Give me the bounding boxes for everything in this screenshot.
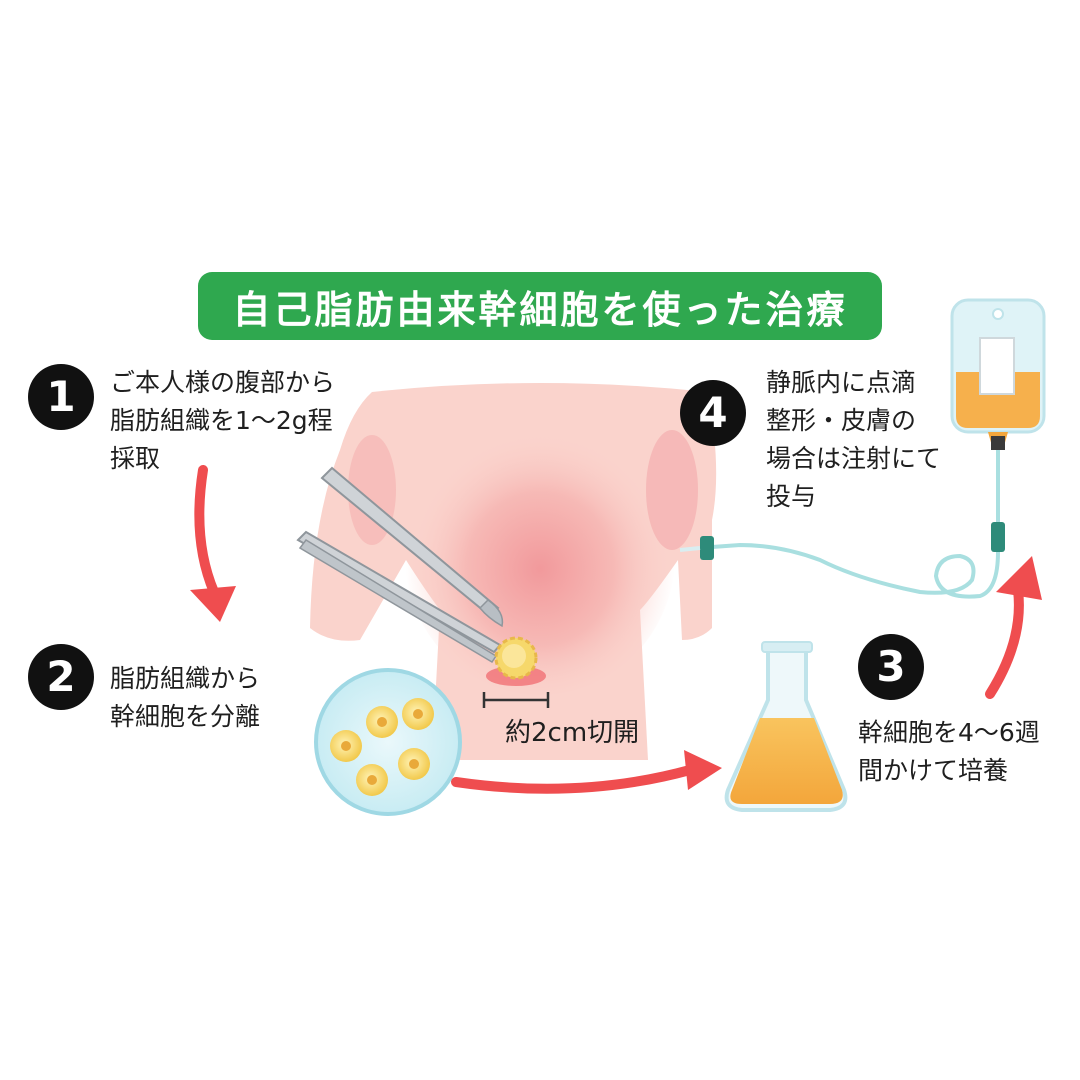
step-1-description: ご本人様の腹部から 脂肪組織を1〜2g程 採取 <box>110 364 335 478</box>
arrow-1-to-2-head <box>190 586 236 622</box>
surgical-tools-icon <box>296 466 504 664</box>
arrow-3-to-4-head <box>996 556 1042 600</box>
step-1-line: ご本人様の腹部から <box>110 368 336 397</box>
step-2-line: 脂肪組織から <box>110 664 261 693</box>
step-4-number-badge: 4 <box>680 380 746 446</box>
step-3-number-badge: 3 <box>858 634 924 700</box>
step-2-description: 脂肪組織から 幹細胞を分離 <box>110 660 260 736</box>
arrow-2-to-3 <box>451 765 695 794</box>
arrow-3-to-4 <box>985 585 1024 699</box>
arrow-2-to-3-head <box>684 750 722 790</box>
torso-figure <box>310 383 717 760</box>
step-4-line: 整形・皮膚の <box>766 406 917 435</box>
step-3-line: 幹細胞を4〜6週 <box>858 718 1040 747</box>
step-3-line: 間かけて培養 <box>858 756 1009 785</box>
step-2-number-badge: 2 <box>28 644 94 710</box>
petri-dish-icon <box>314 668 462 816</box>
diagram-title: 自己脂肪由来幹細胞を使った治療 <box>232 287 848 332</box>
step-1-line: 採取 <box>110 444 161 473</box>
iv-drip-icon <box>679 298 1046 599</box>
step-4-line: 静脈内に点滴 <box>766 368 917 397</box>
step-2-line: 幹細胞を分離 <box>110 702 261 731</box>
step-3-description: 幹細胞を4〜6週 間かけて培養 <box>858 714 1040 790</box>
culture-flask-icon <box>724 641 848 812</box>
step-4-line: 投与 <box>766 482 817 511</box>
step-1-number-badge: 1 <box>28 364 94 430</box>
step-1-line: 脂肪組織を1〜2g程 <box>110 406 333 435</box>
incision-size-label: 約2cm切開 <box>505 718 640 748</box>
step-4-description: 静脈内に点滴 整形・皮膚の 場合は注射にて 投与 <box>766 364 941 516</box>
arrow-1-to-2 <box>194 465 219 597</box>
fat-tissue-icon <box>494 636 538 680</box>
flow-arrows <box>190 465 1042 794</box>
step-4-line: 場合は注射にて <box>766 444 942 473</box>
title-banner: 自己脂肪由来幹細胞を使った治療 <box>198 272 882 340</box>
